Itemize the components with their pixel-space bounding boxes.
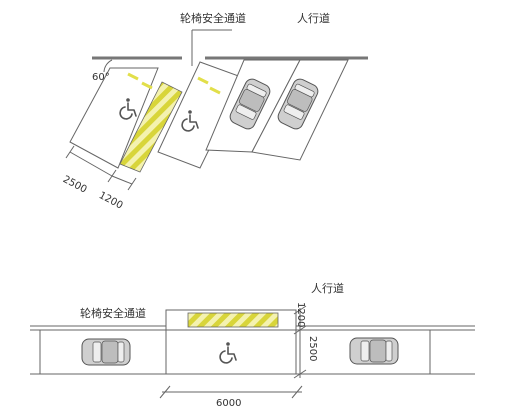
- dim-line-stall: [69, 151, 113, 177]
- bottom-diagram: [30, 305, 475, 399]
- yellow-mark-1: [127, 72, 139, 81]
- hatched-aisle-bottom: [187, 312, 279, 328]
- angle-arc: [103, 59, 113, 73]
- yellow-mark-3: [197, 76, 209, 85]
- bottom-dim-aisle-label: 1200: [295, 302, 306, 328]
- car-icon: [81, 338, 131, 366]
- bottom-sidewalk-label: 人行道: [311, 282, 344, 295]
- bottom-dim-depth-label: 2500: [307, 336, 318, 362]
- top-wheelchair-aisle-label: 轮椅安全通道: [180, 12, 246, 25]
- dim-tick: [159, 385, 171, 399]
- yellow-mark-4: [209, 86, 221, 95]
- accessible-stall-top: [69, 67, 159, 169]
- dim-tick: [107, 169, 117, 183]
- dim-tick: [127, 177, 137, 191]
- yellow-mark-2: [141, 81, 153, 90]
- dim-tick: [293, 369, 307, 379]
- bottom-wheelchair-aisle-label: 轮椅安全通道: [80, 307, 146, 320]
- dim-tick: [65, 145, 75, 159]
- top-sidewalk-label: 人行道: [297, 12, 330, 25]
- car-icon: [349, 337, 399, 365]
- bottom-dim-length-label: 6000: [216, 398, 242, 409]
- dim-line-aisle: [111, 175, 133, 185]
- dim-tick: [291, 385, 303, 399]
- dim-tick: [293, 305, 307, 315]
- hatched-aisle-top: [119, 81, 183, 173]
- top-diagram: [65, 29, 368, 191]
- dim-tick: [293, 325, 307, 335]
- angle-label: 60°: [92, 72, 110, 83]
- accessible-stall-top-2: [157, 61, 245, 169]
- wheelchair-icon: [219, 341, 237, 364]
